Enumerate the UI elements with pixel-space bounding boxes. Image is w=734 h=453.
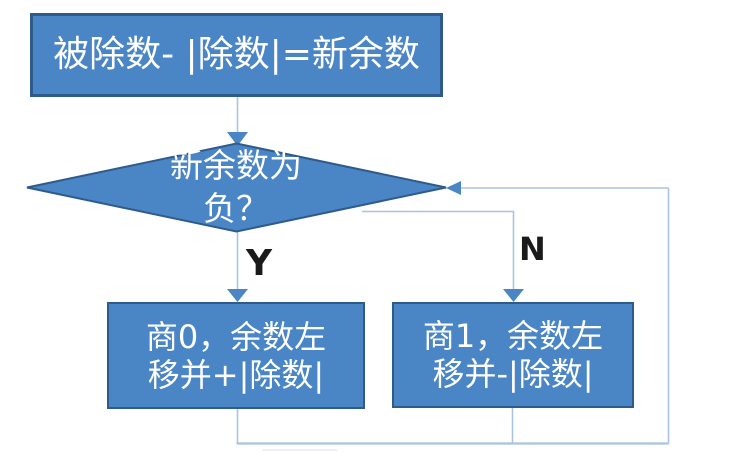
yes-branch-label: Y <box>246 243 273 284</box>
yes-process-line1: 商0，余数左 <box>145 317 327 356</box>
yes-process-line2: 移并+|除数| <box>147 355 325 394</box>
decision-label-line2: 负？ <box>203 189 269 228</box>
no-process-line2: 移并-|除数| <box>432 355 594 393</box>
yes-process-box: 商0，余数左 移并+|除数| <box>107 302 365 409</box>
no-branch-label: N <box>519 230 546 268</box>
start-process-text: 被除数- |除数|=新余数 <box>53 34 420 75</box>
decision-label-line1: 新余数为 <box>170 146 302 185</box>
no-process-line1: 商1，余数左 <box>422 317 604 355</box>
connector-loopback <box>459 187 670 444</box>
connector-no-branch <box>362 210 515 290</box>
arrowhead-left-icon <box>446 181 461 195</box>
decision-diamond <box>26 142 447 233</box>
arrowhead-down-icon <box>227 132 248 146</box>
decision-label: 新余数为 负？ <box>96 142 376 232</box>
start-process-box: 被除数- |除数|=新余数 <box>30 13 443 97</box>
arrowhead-down-icon <box>227 289 248 302</box>
bottom-cutoff-hint <box>262 449 337 451</box>
arrowhead-down-icon <box>503 289 524 302</box>
no-process-box: 商1，余数左 移并-|除数| <box>392 302 634 408</box>
